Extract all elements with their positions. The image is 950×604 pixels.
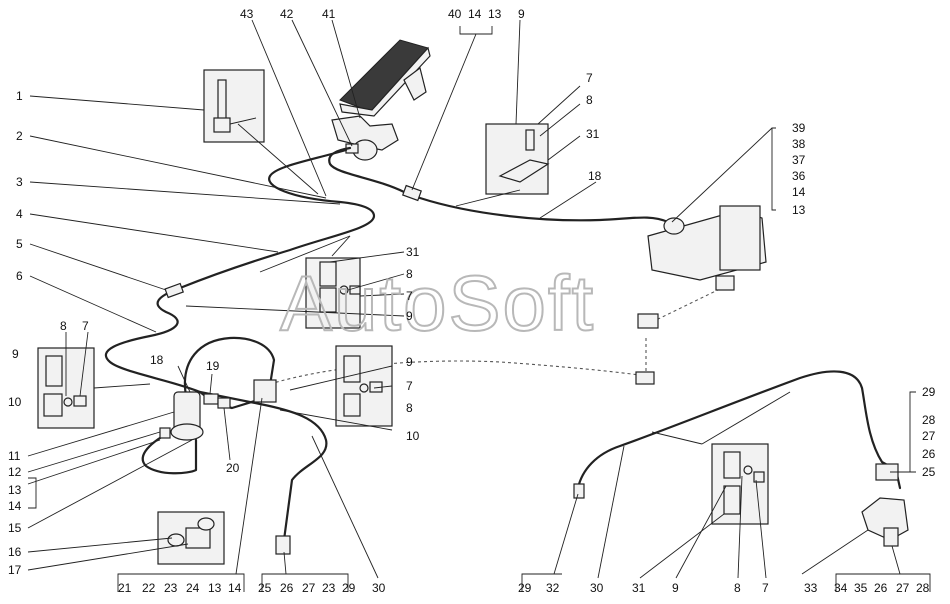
callout-2: 2 [16,129,23,143]
callout-14-top: 14 [468,7,482,21]
callout-25-right: 25 [922,465,936,479]
bottom-14: 14 [228,581,242,595]
callout-5: 5 [16,237,23,251]
bottom-21: 21 [118,581,132,595]
bottom-30b: 30 [590,581,604,595]
callout-4: 4 [16,207,23,221]
callout-27-right: 27 [922,429,936,443]
bottom-9: 9 [672,581,679,595]
callout-18-top: 18 [588,169,602,183]
bottom-8: 8 [734,581,741,595]
callout-39: 39 [792,121,806,135]
bottom-30: 30 [372,581,386,595]
callout-20: 20 [226,461,240,475]
bottom-26b: 26 [874,581,888,595]
bottom-row-labels: 21 22 23 24 13 14 25 26 27 23 29 30 29 3… [118,581,930,595]
clamp-inset-top-left [203,69,265,143]
callout-8-center: 8 [406,267,413,281]
bottom-23b: 23 [322,581,336,595]
bottom-26: 26 [280,581,294,595]
bottom-35: 35 [854,581,868,595]
bottom-25: 25 [258,581,272,595]
callout-42: 42 [280,7,294,21]
callout-9-center: 9 [406,309,413,323]
callout-7-left: 7 [82,319,89,333]
callout-labels: 1 2 3 4 5 6 43 42 41 40 14 13 9 7 8 31 1… [8,7,936,577]
callout-7-top: 7 [586,71,593,85]
pedal-assembly [331,39,431,161]
callout-31-center: 31 [406,245,420,259]
dashed-pipelines [269,285,727,385]
callout-18-mid: 18 [150,353,164,367]
bottom-34: 34 [834,581,848,595]
fittings [159,184,909,555]
bottom-23: 23 [164,581,178,595]
bottom-27: 27 [302,581,316,595]
callout-40: 40 [448,7,462,21]
callout-31-top: 31 [586,127,600,141]
callout-17: 17 [8,563,22,577]
callout-16: 16 [8,545,22,559]
clamp-inset-center-right [335,345,393,427]
bottom-29: 29 [342,581,356,595]
callout-38: 38 [792,137,806,151]
callout-8-mid-right: 8 [406,401,413,415]
bottom-31: 31 [632,581,646,595]
callout-13-top: 13 [488,7,502,21]
callout-10-left: 10 [8,395,22,409]
clamp-inset-top-mid [485,123,550,195]
master-cylinder [635,205,767,385]
callout-14-left: 14 [8,499,22,513]
bottom-28: 28 [916,581,930,595]
bottom-33: 33 [804,581,818,595]
clamp-inset-right [711,443,769,525]
leader-lines [27,19,931,592]
callout-9-mid-right: 9 [406,355,413,369]
callout-7-mid-right: 7 [406,379,413,393]
bottom-7: 7 [762,581,769,595]
bottom-29b: 29 [518,581,532,595]
callout-11: 11 [8,449,21,463]
callout-41: 41 [322,7,336,21]
callout-43: 43 [240,7,254,21]
callout-7-center: 7 [406,289,413,303]
bottom-22: 22 [142,581,156,595]
callout-10-mid-right: 10 [406,429,420,443]
callout-1: 1 [16,89,23,103]
callout-15: 15 [8,521,22,535]
callout-9-top: 9 [518,7,525,21]
bottom-13: 13 [208,581,222,595]
callout-19: 19 [206,359,220,373]
bottom-24: 24 [186,581,200,595]
bottom-32: 32 [546,581,560,595]
bottom-27b: 27 [896,581,910,595]
callout-13-right: 13 [792,203,806,217]
callout-8-left: 8 [60,319,67,333]
callout-26-right: 26 [922,447,936,461]
callout-13-left: 13 [8,483,22,497]
callout-29-right: 29 [922,385,936,399]
callout-6: 6 [16,269,23,283]
callout-3: 3 [16,175,23,189]
callout-37: 37 [792,153,806,167]
callout-36: 36 [792,169,806,183]
callout-14-right: 14 [792,185,806,199]
callout-9-left: 9 [12,347,19,361]
callout-28-right: 28 [922,413,936,427]
clamp-inset-center [305,257,361,329]
callout-8-top: 8 [586,93,593,107]
watermark: AutoSoft [280,259,595,347]
callout-12: 12 [8,465,22,479]
